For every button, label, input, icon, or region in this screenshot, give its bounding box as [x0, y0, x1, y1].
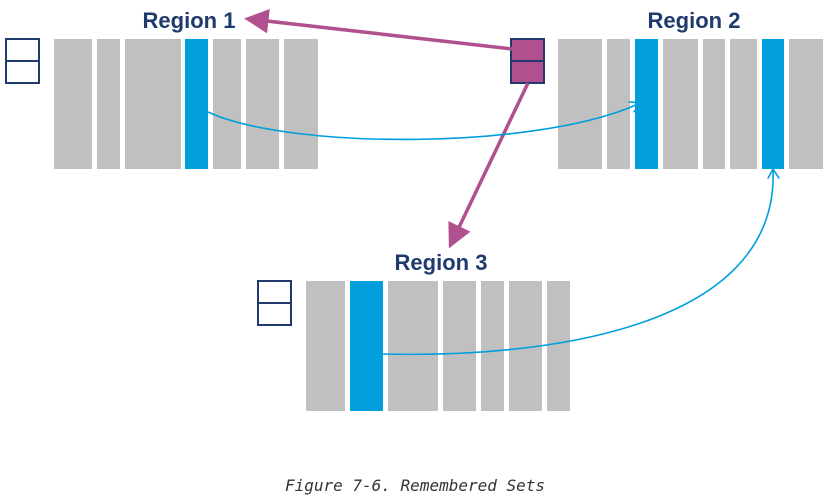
- remembered-set-entry: [510, 38, 545, 62]
- region-3: Region 3: [257, 250, 570, 411]
- region-2: Region 2: [510, 8, 823, 169]
- card: [306, 281, 345, 411]
- region-3-remembered-set: [257, 280, 292, 326]
- highlighted-card: [350, 281, 383, 411]
- card: [789, 39, 823, 169]
- card: [443, 281, 476, 411]
- reference-arrow-region-1-to-region-2: [207, 103, 640, 141]
- region-1-label: Region 1: [143, 8, 236, 33]
- region-3-label: Region 3: [395, 250, 488, 275]
- highlighted-card: [762, 39, 784, 169]
- highlighted-card: [185, 39, 208, 169]
- card: [730, 39, 757, 169]
- region-2-remembered-set: [510, 38, 545, 84]
- card: [388, 281, 438, 411]
- remembered-set-entry: [5, 60, 40, 84]
- card: [703, 39, 725, 169]
- card: [54, 39, 92, 169]
- remembered-set-entry: [257, 280, 292, 304]
- remembered-set-entry: [510, 60, 545, 84]
- region-2-cards: [558, 39, 823, 169]
- remembered-set-arrow-to-region-1: [244, 9, 513, 51]
- card: [97, 39, 120, 169]
- region-3-cards: [306, 281, 570, 411]
- reference-arrow-region-3-to-region-2: [382, 169, 773, 356]
- remembered-set-arrow-to-region-3: [448, 82, 530, 249]
- remembered-set-arrows: [244, 9, 530, 249]
- card: [213, 39, 241, 169]
- region-2-label: Region 2: [648, 8, 741, 33]
- region-1-remembered-set: [5, 38, 40, 84]
- card: [663, 39, 698, 169]
- card: [607, 39, 630, 169]
- figure-caption: Figure 7-6. Remembered Sets: [285, 476, 545, 495]
- card: [246, 39, 279, 169]
- card: [284, 39, 318, 169]
- card: [125, 39, 181, 169]
- card: [547, 281, 570, 411]
- card: [558, 39, 602, 169]
- region-1: Region 1: [5, 8, 318, 169]
- reference-arrows: [207, 103, 773, 356]
- card: [481, 281, 504, 411]
- remembered-set-entry: [257, 302, 292, 326]
- highlighted-card: [635, 39, 658, 169]
- region-1-cards: [54, 39, 318, 169]
- remembered-set-entry: [5, 38, 40, 62]
